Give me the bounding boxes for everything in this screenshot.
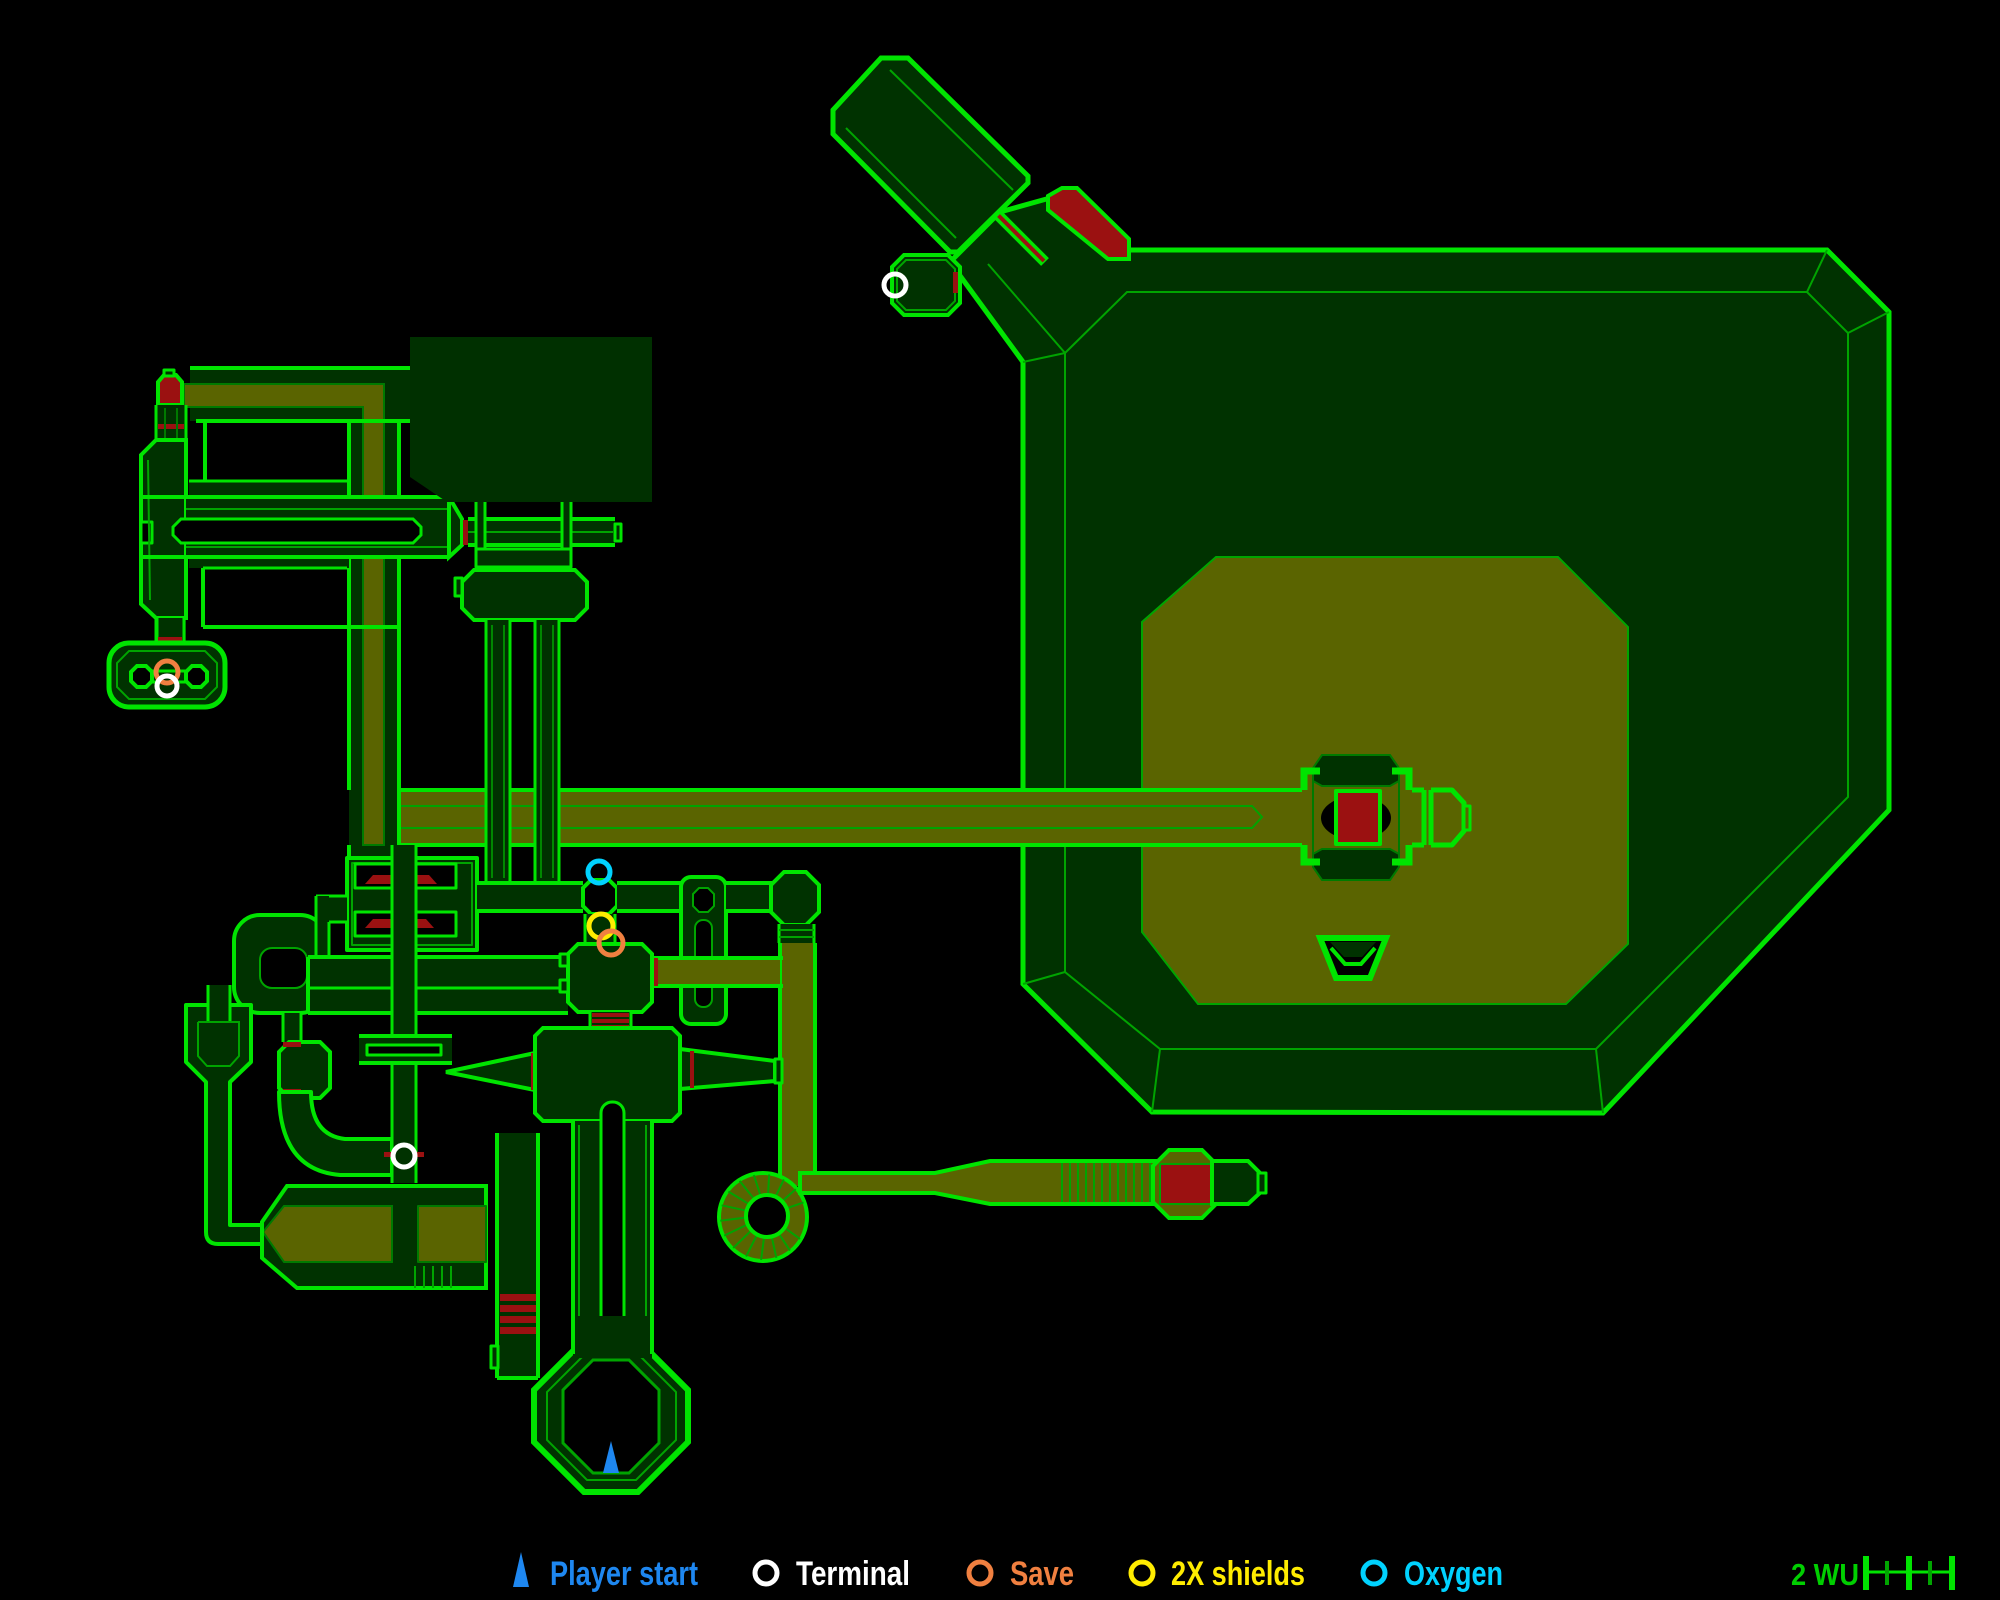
svg-text:2X shields: 2X shields (1171, 1555, 1305, 1593)
svg-text:2 WU: 2 WU (1791, 1557, 1859, 1592)
svg-text:Oxygen: Oxygen (1404, 1555, 1503, 1593)
svg-text:Player start: Player start (550, 1555, 698, 1593)
svg-text:Save: Save (1010, 1555, 1074, 1593)
svg-text:Terminal: Terminal (796, 1555, 910, 1593)
